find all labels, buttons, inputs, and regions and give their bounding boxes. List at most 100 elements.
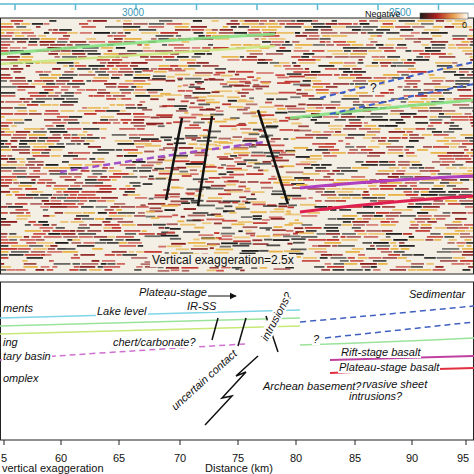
seismic-trace (395, 26, 410, 28)
seismic-trace (122, 224, 136, 226)
seismic-trace (451, 116, 468, 118)
seismic-trace (353, 101, 360, 103)
seismic-trace (37, 140, 45, 142)
seismic-trace (296, 184, 307, 186)
seismic-trace (376, 212, 389, 214)
seismic-trace (29, 110, 37, 112)
seismic-trace (14, 71, 22, 73)
seismic-trace (405, 173, 422, 175)
seismic-trace (291, 56, 300, 58)
seismic-trace (431, 53, 446, 55)
seismic-trace (356, 77, 371, 79)
seismic-trace (313, 26, 331, 28)
seismic-trace (324, 242, 341, 244)
seismic-trace (401, 59, 406, 61)
seismic-trace (232, 245, 249, 247)
seismic-trace (82, 26, 96, 28)
seismic-trace (238, 186, 246, 188)
seismic-trace (308, 197, 312, 199)
seismic-trace (259, 23, 265, 25)
seismic-trace (238, 203, 244, 205)
seismic-trace (171, 200, 189, 202)
seismic-trace (454, 74, 465, 76)
seismic-trace (20, 140, 36, 142)
seismic-trace (75, 92, 82, 94)
seismic-trace (42, 86, 59, 88)
seismic-trace (425, 167, 434, 169)
seismic-trace (178, 85, 182, 87)
seismic-trace (61, 110, 75, 112)
seismic-trace (412, 26, 424, 28)
seismic-trace (315, 179, 328, 181)
seismic-trace (379, 125, 385, 127)
seismic-trace (87, 137, 100, 139)
seismic-trace (227, 96, 240, 98)
seismic-trace (195, 147, 203, 149)
seismic-trace (420, 170, 429, 172)
seismic-trace (410, 221, 416, 223)
seismic-trace (167, 223, 178, 225)
seismic-trace (50, 215, 56, 217)
seismic-trace (353, 50, 367, 52)
seismic-trace (429, 74, 435, 76)
seismic-trace (109, 167, 113, 169)
seismic-trace (289, 222, 303, 224)
seismic-trace (157, 216, 172, 218)
seismic-trace (312, 80, 322, 82)
seismic-trace (0, 59, 18, 61)
seismic-trace (49, 146, 65, 148)
seismic-trace (316, 191, 323, 193)
seismic-trace (386, 218, 394, 220)
seismic-trace (264, 93, 278, 95)
seismic-trace (110, 104, 115, 106)
seismic-trace (233, 152, 250, 154)
seismic-trace (148, 79, 165, 81)
seismic-trace (134, 125, 146, 127)
seismic-trace (307, 104, 323, 106)
seismic-trace (162, 44, 167, 46)
seismic-trace (405, 23, 420, 25)
seismic-trace (433, 203, 445, 205)
seismic-trace (237, 109, 248, 111)
seismic-trace (118, 221, 134, 223)
seismic-trace (201, 238, 218, 240)
seismic-trace (368, 146, 380, 148)
seismic-trace (134, 83, 150, 85)
seismic-trace (64, 200, 80, 202)
seismic-trace (28, 80, 32, 82)
seismic-trace (424, 56, 430, 58)
seismic-trace (251, 193, 255, 195)
seismic-trace (238, 154, 248, 156)
seismic-trace (100, 62, 106, 64)
seismic-trace (117, 104, 125, 106)
seismic-trace (362, 101, 379, 103)
seismic-trace (340, 32, 358, 34)
seismic-trace (371, 113, 388, 115)
seismic-trace (0, 182, 12, 184)
seismic-trace (0, 167, 16, 169)
seismic-trace (327, 50, 343, 52)
seismic-trace (370, 188, 379, 190)
seismic-trace (443, 212, 451, 214)
seismic-trace (92, 122, 97, 124)
seismic-trace (150, 98, 158, 100)
seismic-trace (242, 250, 259, 252)
seismic-trace (296, 156, 310, 158)
seismic-trace (249, 133, 260, 135)
seismic-trace (165, 59, 178, 61)
seismic-trace (167, 143, 173, 145)
seismic-trace (165, 94, 182, 96)
seismic-trace (107, 65, 114, 67)
seismic-trace (123, 26, 140, 28)
seismic-trace (453, 104, 470, 106)
seismic-trace (195, 88, 205, 90)
seismic-trace (284, 250, 301, 252)
seismic-trace (32, 191, 44, 193)
seismic-trace (421, 194, 438, 196)
seismic-trace (405, 194, 418, 196)
seismic-trace (334, 119, 345, 121)
seismic-trace (214, 121, 226, 123)
seismic-trace (400, 176, 413, 178)
seismic-trace (414, 59, 430, 61)
seismic-trace (13, 182, 19, 184)
